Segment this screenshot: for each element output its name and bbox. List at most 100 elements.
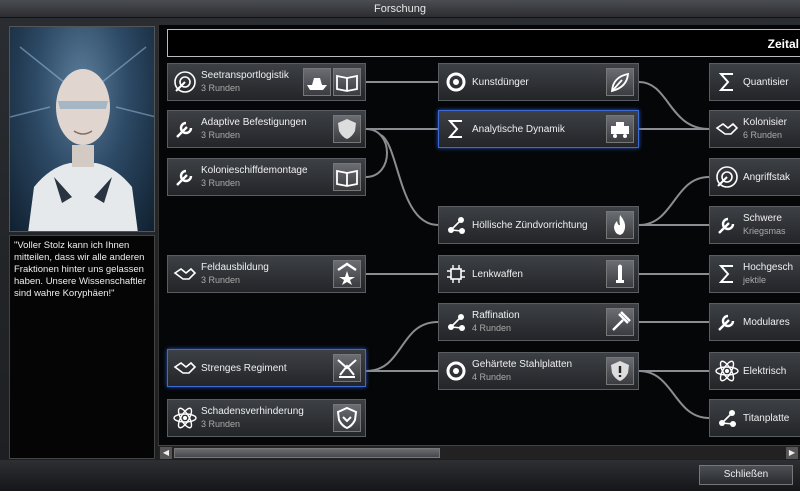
- tech-bonus-icons: [606, 260, 634, 288]
- tech-node[interactable]: Raffination 4 Runden: [438, 303, 639, 341]
- tech-name: Adaptive Befestigungen: [201, 117, 307, 128]
- tech-name: Seetransportlogistik: [201, 70, 289, 81]
- advisor-quote: "Voller Stolz kann ich Ihnen mitteilen, …: [9, 235, 155, 459]
- tech-node[interactable]: Schadensverhinderung 3 Runden: [167, 399, 366, 437]
- close-button[interactable]: Schließen: [699, 465, 793, 485]
- tech-node[interactable]: Adaptive Befestigungen 3 Runden: [167, 110, 366, 148]
- tech-name: Modulares: [743, 317, 790, 328]
- wrench-icon: [714, 309, 740, 335]
- chip-icon: [443, 261, 469, 287]
- tech-node[interactable]: Elektrisch: [709, 352, 800, 390]
- tech-bonus-icons: [303, 68, 361, 96]
- tech-bonus-icons: [333, 404, 361, 432]
- tech-turns: 3 Runden: [201, 130, 241, 140]
- fire-icon: [606, 211, 634, 239]
- tech-node[interactable]: Kolonisier 6 Runden: [709, 110, 800, 148]
- tech-name: Kolonisier: [743, 117, 787, 128]
- tech-name: Strenges Regiment: [201, 363, 287, 374]
- window-title: Forschung: [0, 0, 800, 18]
- tech-turns: 3 Runden: [201, 83, 241, 93]
- tech-node[interactable]: Höllische Zündvorrichtung: [438, 206, 639, 244]
- missile-icon: [606, 260, 634, 288]
- atom-icon: [714, 358, 740, 384]
- tech-turns: jektile: [743, 275, 767, 285]
- book-icon: [333, 163, 361, 191]
- tech-turns: 6 Runden: [743, 130, 783, 140]
- tech-name: Feldausbildung: [201, 262, 269, 273]
- tech-turns: 3 Runden: [201, 178, 241, 188]
- tech-name: Schadensverhinderung: [201, 406, 304, 417]
- tech-links: [365, 81, 710, 419]
- tech-bonus-icons: [606, 211, 634, 239]
- wrench-icon: [172, 164, 198, 190]
- tech-name: Angriffstak: [743, 172, 791, 183]
- tech-node[interactable]: Hochgesch jektile: [709, 255, 800, 293]
- tech-name: Quantisier: [743, 77, 789, 88]
- leaf-icon: [606, 68, 634, 96]
- tree-horizontal-scrollbar[interactable]: ◀ ▶: [158, 445, 800, 459]
- tech-bonus-icons: [333, 260, 361, 288]
- tech-bonus-icons: [333, 115, 361, 143]
- tech-node[interactable]: Seetransportlogistik 3 Runden: [167, 63, 366, 101]
- tech-bonus-icons: [333, 354, 361, 382]
- wrench-icon: [172, 116, 198, 142]
- book-icon: [333, 68, 361, 96]
- sigma-icon: [714, 261, 740, 287]
- tech-bonus-icons: [333, 163, 361, 191]
- tech-node[interactable]: Quantisier: [709, 63, 800, 101]
- advisor-portrait: [9, 26, 155, 232]
- tech-node[interactable]: Angriffstak: [709, 158, 800, 196]
- tech-name: Hochgesch: [743, 262, 794, 273]
- handshake-icon: [714, 116, 740, 142]
- handshake-icon: [172, 355, 198, 381]
- tech-node[interactable]: Kolonieschiffdemontage 3 Runden: [167, 158, 366, 196]
- tech-bonus-icons: [606, 308, 634, 336]
- hammer-icon: [606, 308, 634, 336]
- tech-turns: Kriegsmas: [743, 226, 786, 236]
- ring-icon: [443, 358, 469, 384]
- radar-icon: [172, 69, 198, 95]
- tech-turns: 3 Runden: [201, 419, 241, 429]
- tech-node[interactable]: Lenkwaffen: [438, 255, 639, 293]
- tech-node[interactable]: Modulares: [709, 303, 800, 341]
- atom-icon: [172, 405, 198, 431]
- scroll-left-arrow-icon[interactable]: ◀: [160, 447, 172, 459]
- shield-icon: [333, 115, 361, 143]
- sigma-icon: [443, 116, 469, 142]
- ring-icon: [443, 69, 469, 95]
- tech-node[interactable]: Kunstdünger: [438, 63, 639, 101]
- radar-icon: [714, 164, 740, 190]
- tech-name: Kolonieschiffdemontage: [201, 165, 308, 176]
- tech-name: Lenkwaffen: [472, 269, 523, 280]
- tech-bonus-icons: [606, 357, 634, 385]
- bottom-bar: [0, 460, 800, 491]
- tech-node[interactable]: Titanplatte: [709, 399, 800, 437]
- alert-shield-icon: [606, 357, 634, 385]
- nodes-icon: [714, 405, 740, 431]
- regiment-icon: [333, 354, 361, 382]
- tech-name: Titanplatte: [743, 413, 790, 424]
- tech-bonus-icons: [606, 115, 634, 143]
- tech-name: Schwere: [743, 213, 782, 224]
- nodes-icon: [443, 309, 469, 335]
- vehicle-icon: [606, 115, 634, 143]
- tech-turns: 4 Runden: [472, 323, 512, 333]
- tech-name: Höllische Zündvorrichtung: [472, 220, 588, 231]
- nodes-icon: [443, 212, 469, 238]
- tech-node[interactable]: Analytische Dynamik: [438, 110, 639, 148]
- rank-star-icon: [333, 260, 361, 288]
- scrollbar-thumb[interactable]: [174, 448, 440, 458]
- tech-name: Analytische Dynamik: [472, 124, 565, 135]
- tech-name: Raffination: [472, 310, 520, 321]
- tech-node[interactable]: Strenges Regiment: [167, 349, 366, 387]
- wrench-icon: [714, 212, 740, 238]
- scroll-right-arrow-icon[interactable]: ▶: [786, 447, 798, 459]
- ship-icon: [303, 68, 331, 96]
- tech-name: Kunstdünger: [472, 77, 529, 88]
- handshake-icon: [172, 261, 198, 287]
